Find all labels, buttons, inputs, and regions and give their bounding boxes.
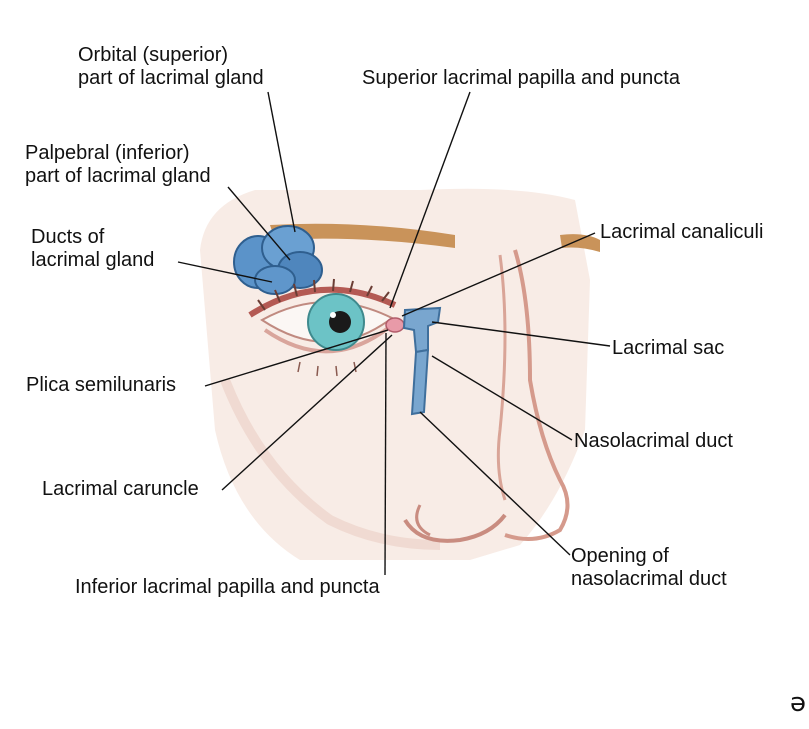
label-palpebral-line1: Palpebral (inferior) (25, 142, 190, 164)
label-ducts-line2: lacrimal gland (31, 249, 155, 271)
eyelashes (257, 278, 390, 311)
label-plica-semilunaris: Plica semilunaris (26, 374, 177, 396)
caruncle (385, 317, 405, 333)
label-lacrimal-canaliculi: Lacrimal canaliculi (600, 221, 764, 243)
label-opening-of-duct: Opening of nasolacrimal duct (571, 545, 727, 591)
label-nasolacrimal-duct: Nasolacrimal duct (574, 430, 733, 452)
label-ducts-of-gland: Ducts of lacrimal gland (31, 226, 154, 272)
nose-bridge (496, 254, 507, 501)
upper-eyelid (248, 286, 397, 318)
leader-lines (177, 91, 611, 576)
label-lacrimal-sac: Lacrimal sac (612, 337, 725, 359)
eyebrow-left (270, 223, 455, 248)
nose-ala (415, 504, 431, 537)
lower-eyelid (263, 323, 394, 354)
corner-logo-icon: ə (790, 688, 806, 718)
label-inferior-papilla: Inferior lacrimal papilla and puncta (75, 576, 380, 598)
label-lacrimal-caruncle: Lacrimal caruncle (42, 478, 199, 500)
cheek-shading (220, 378, 441, 550)
label-ducts-line1: Ducts of (31, 226, 105, 248)
lacrimal-gland (233, 225, 323, 295)
label-opening-line1: Opening of (571, 545, 669, 567)
label-superior-papilla: Superior lacrimal papilla and puncta (362, 67, 680, 89)
nasolacrimal-duct-shape (410, 348, 430, 416)
label-orbital-part: Orbital (superior) part of lacrimal glan… (78, 44, 264, 90)
label-palpebral-line2: part of lacrimal gland (25, 165, 211, 187)
nose-outline (504, 249, 570, 541)
label-orbital-line2: part of lacrimal gland (78, 67, 264, 89)
eyebrow-right (560, 234, 600, 252)
nostril (403, 513, 507, 543)
label-opening-line2: nasolacrimal duct (571, 568, 727, 590)
label-palpebral-part: Palpebral (inferior) part of lacrimal gl… (25, 142, 211, 188)
label-orbital-line1: Orbital (superior) (78, 44, 229, 66)
